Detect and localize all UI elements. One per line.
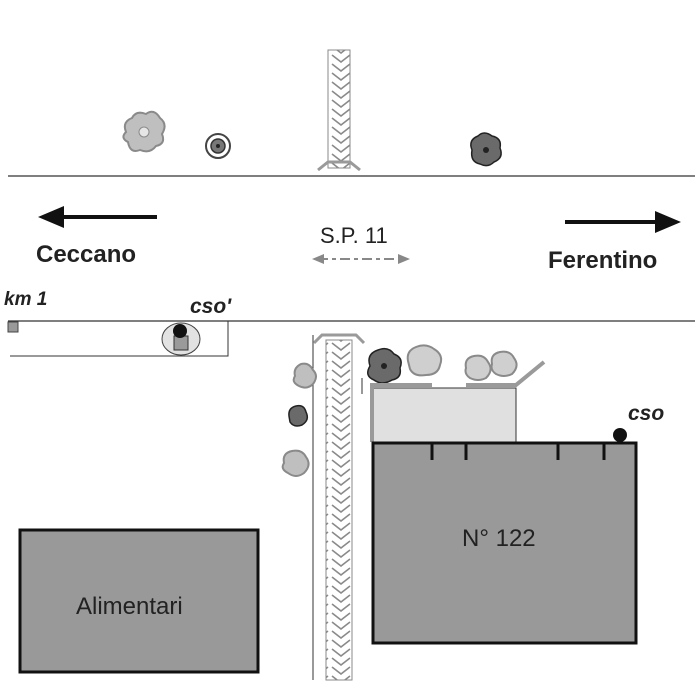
shrub-icon [490, 350, 518, 377]
cso-prime-label: cso' [190, 295, 232, 318]
building-number-label: N° 122 [462, 525, 536, 552]
shrub-icon [292, 362, 317, 389]
arrow-left-icon [38, 206, 157, 228]
building-122 [371, 441, 638, 645]
wall [466, 360, 546, 387]
double-arrow-icon [312, 254, 410, 264]
road-name-label: S.P. 11 [320, 223, 388, 248]
shrub-icon [406, 344, 443, 377]
arrow-right-icon [565, 211, 681, 233]
wall [370, 383, 432, 442]
cso-label: cso [628, 402, 664, 425]
shrub-icon [470, 132, 502, 167]
shrub-icon [281, 449, 310, 477]
building-doors [430, 443, 606, 460]
manhole-icon [161, 322, 201, 356]
shrub-icon [367, 347, 402, 384]
shop-building [18, 528, 260, 674]
sidewalk-outline [10, 321, 229, 357]
shop-label: Alimentari [76, 593, 183, 620]
km-marker-label: km 1 [4, 289, 47, 310]
cso-prime-point [173, 324, 187, 338]
shrub-icon [464, 354, 492, 381]
side-street-south [312, 333, 366, 681]
km-marker-icon [7, 321, 19, 333]
shrub-icon [122, 110, 166, 153]
cso-point [613, 428, 627, 442]
courtyard [371, 387, 517, 443]
shrub-icon [288, 404, 309, 427]
tree-icon [205, 133, 231, 159]
side-street-north [317, 49, 361, 172]
east-destination-label: Ferentino [548, 247, 657, 274]
west-destination-label: Ceccano [36, 241, 136, 268]
